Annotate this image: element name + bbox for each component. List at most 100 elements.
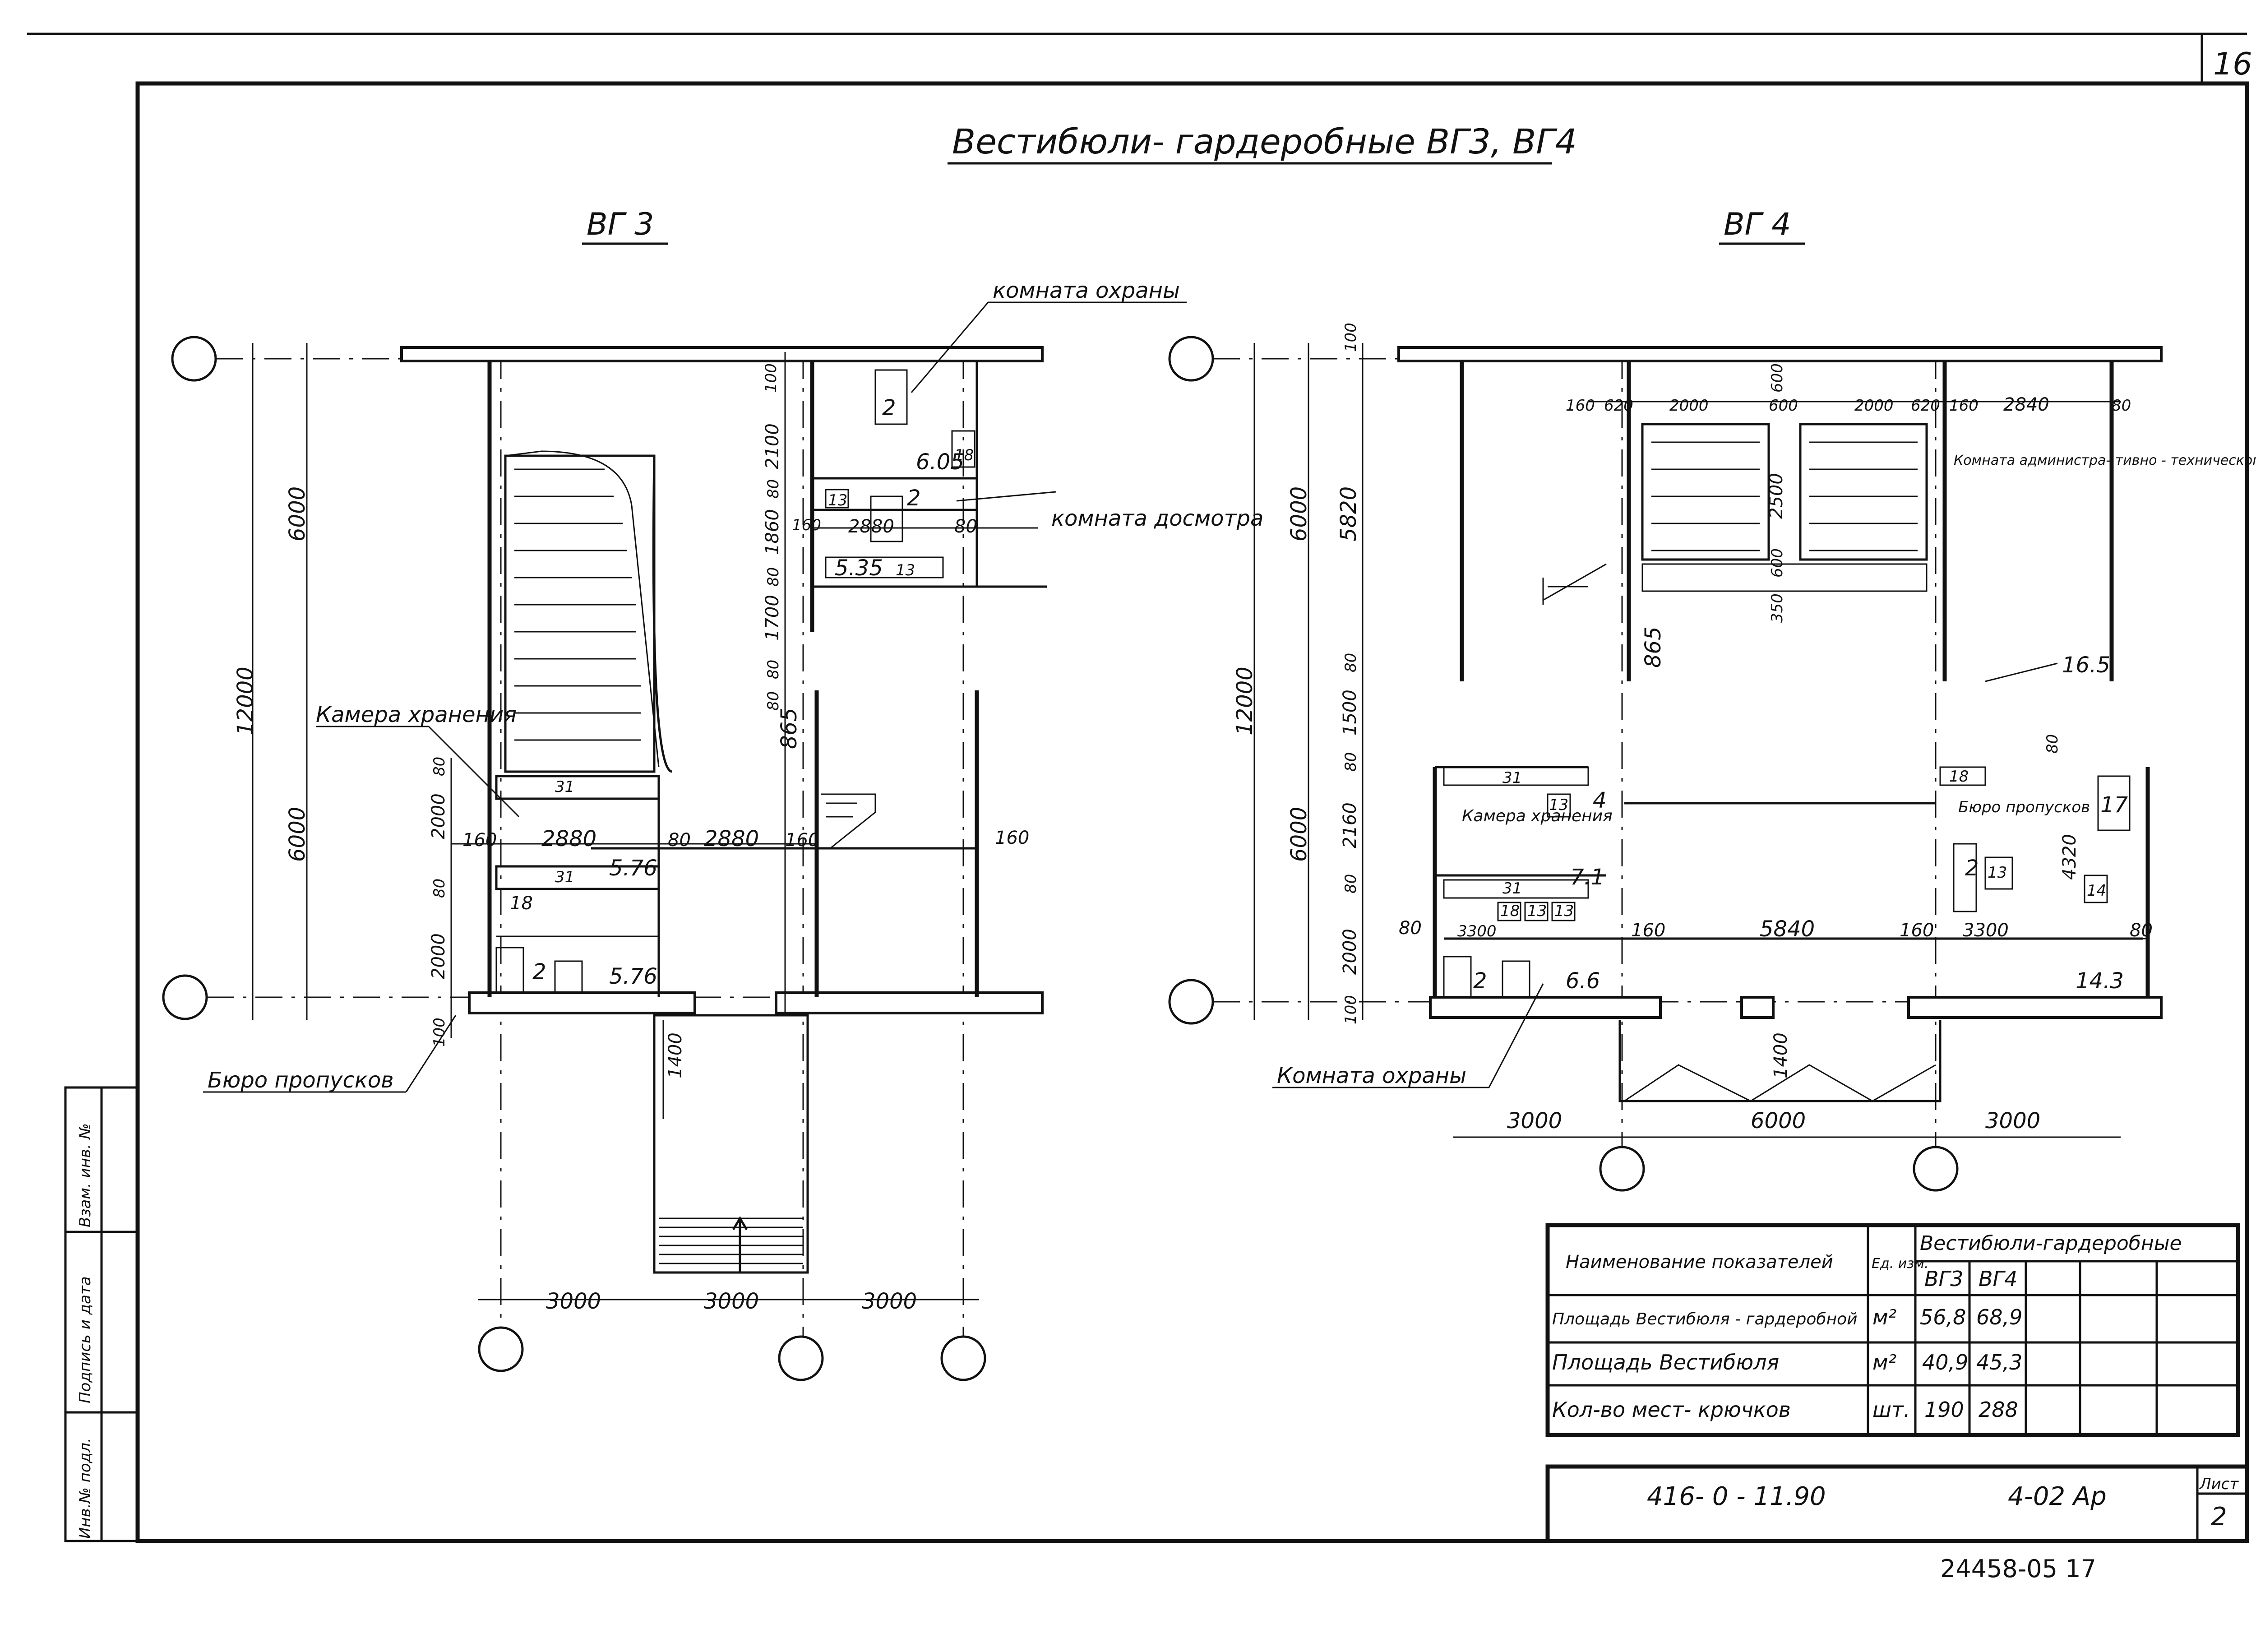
table-row1-unit: м² — [1872, 1305, 1896, 1329]
vg3-dim-100a: 100 — [762, 363, 780, 393]
axis-marker — [1913, 1146, 1959, 1192]
sheet-frame: 16 — [27, 32, 2252, 1543]
vg4-area-143: 14.3 — [2076, 968, 2124, 994]
vg4-dim-620a: 620 — [1604, 397, 1633, 415]
vg3-dim-overall: 12000 — [233, 666, 258, 736]
table-col-vg3: ВГ3 — [1924, 1267, 1963, 1291]
vg3-865: 865 — [777, 708, 802, 749]
vg4-dim-bottom-1: 3000 — [1507, 1108, 1562, 1134]
axis-marker — [171, 336, 217, 382]
side-podpis: Подпись и дата — [76, 1276, 94, 1403]
indicators-table: Наименование показателей Ед. изм. Вестиб… — [1545, 1223, 2240, 1437]
vg3-area-535: 5.35 — [835, 555, 883, 581]
vg4-tag-18b: 18 — [1500, 902, 1520, 920]
vg4-dim-3300a: 3300 — [1457, 922, 1497, 940]
vg3-pass-office-label: Бюро пропусков — [208, 1068, 393, 1093]
vg4-tag-13b: 13 — [1988, 864, 2007, 882]
vg4-dim-600a: 600 — [1769, 397, 1798, 415]
plan-vg4-label: ВГ 4 — [1724, 207, 1791, 242]
vg4-security-room-label: Комната охраны — [1277, 1063, 1466, 1088]
vg3-dim-2880c: 2880 — [848, 516, 894, 537]
table-row2-vg3: 40,9 — [1922, 1350, 1968, 1374]
vg4-dim-2000a: 2000 — [1669, 397, 1709, 415]
table-row2-unit: м² — [1872, 1350, 1896, 1374]
vg4-tag-4: 4 — [1593, 788, 1607, 813]
stamp-sheet-code: 4-02 Ар — [2008, 1482, 2107, 1511]
side-stamp: Инв.№ подл. Подпись и дата Взам. инв. № — [64, 1086, 139, 1542]
vg3-dim-160d: 160 — [995, 828, 1029, 848]
vg3-dim-80b: 80 — [764, 567, 782, 587]
plan-vg3: ВГ 3 — [162, 207, 1263, 1381]
table-row1-vg3: 56,8 — [1920, 1305, 1966, 1329]
vg4-dim-80e: 80 — [1399, 918, 1422, 939]
vg4-dim-overall: 12000 — [1232, 666, 1257, 736]
table-head-unit: Ед. изм. — [1872, 1256, 1928, 1272]
vg4-dim-160c: 160 — [1631, 920, 1665, 941]
vg4-dim-80f: 80 — [2130, 920, 2153, 941]
vg3-dim-80f: 80 — [430, 879, 448, 898]
vg3-dim-1700: 1700 — [762, 595, 783, 641]
vg4-dim-5840: 5840 — [1760, 916, 1815, 942]
vg4-dim-600b: 600 — [1768, 363, 1786, 393]
vg3-area-605: 6.05 — [916, 449, 964, 475]
vg3-dim-80g: 80 — [668, 830, 691, 851]
vg4-dim-3300b: 3300 — [1963, 920, 2009, 941]
vg4-dim-80a: 80 — [1342, 653, 1360, 672]
vg3-dim-160b: 160 — [785, 830, 819, 851]
vg4-dim-80c: 80 — [1342, 874, 1360, 893]
vg4-tag-14: 14 — [2087, 882, 2106, 900]
vg4-tag-13c: 13 — [1527, 902, 1547, 920]
table-head-name: Наименование показателей — [1566, 1252, 1833, 1273]
vg3-storage-label: Камера хранения — [316, 702, 517, 727]
vg4-865: 865 — [1641, 626, 1666, 668]
vg4-tag-13d: 13 — [1554, 902, 1574, 920]
vg3-dim-upper: 6000 — [285, 486, 310, 541]
vg3-dim-2000b: 2000 — [428, 933, 449, 979]
vg3-dim-80a: 80 — [764, 479, 782, 499]
vg3-tag-2a: 2 — [882, 395, 896, 421]
vg4-dim-80d: 80 — [2112, 397, 2131, 415]
vg4-dim-100b: 100 — [1342, 995, 1360, 1024]
vg3-dim-bottom-3: 3000 — [862, 1289, 917, 1314]
vg4-tag-31b: 31 — [1502, 879, 1522, 898]
vg3-dim-1400: 1400 — [665, 1032, 686, 1078]
vg4-dim-2000b: 2000 — [1854, 397, 1894, 415]
vg4-dim-160a: 160 — [1566, 397, 1595, 415]
vg4-tag-31a: 31 — [1502, 769, 1522, 787]
vg3-dim-bottom-1: 3000 — [546, 1289, 601, 1314]
table-row3-vg4: 288 — [1979, 1397, 2018, 1422]
axis-marker — [1168, 336, 1214, 382]
vg4-dim-350: 350 — [1768, 593, 1786, 623]
vg4-area-66: 6.6 — [1566, 968, 1600, 994]
stamp-code: 416- 0 - 11.90 — [1647, 1482, 1826, 1511]
axis-marker — [778, 1335, 824, 1381]
table-row2-name: Площадь Вестибюля — [1552, 1350, 1779, 1374]
vg3-dim-2880b: 2880 — [704, 826, 759, 851]
vg3-dim-lower: 6000 — [285, 807, 310, 862]
vg4-dim-bottom-2: 6000 — [1751, 1108, 1806, 1134]
vg4-pass-office-label: Бюро пропусков — [1958, 798, 2090, 816]
vg4-dim-4320: 4320 — [2059, 834, 2080, 880]
vg4-dim-2840: 2840 — [2003, 394, 2049, 415]
vg4-dim-160b: 160 — [1949, 397, 1979, 415]
table-col-vg4: ВГ4 — [1979, 1267, 2017, 1291]
vg4-dim-lower: 6000 — [1286, 807, 1312, 862]
vg3-dim-100b: 100 — [430, 1018, 448, 1047]
vg3-security-room-label: комната охраны — [993, 278, 1180, 303]
axis-marker — [478, 1326, 524, 1372]
vg4-area-71: 7.1 — [1570, 865, 1604, 890]
side-inv-podl: Инв.№ подл. — [76, 1438, 94, 1539]
vg4-dim-620b: 620 — [1911, 397, 1940, 415]
axis-marker — [1168, 979, 1214, 1025]
plan-vg4: ВГ 4 — [1168, 207, 2256, 1192]
vg3-tag-18b: 18 — [510, 893, 533, 914]
vg3-tag-2c: 2 — [532, 959, 546, 985]
vg3-dim-2000a: 2000 — [428, 793, 449, 839]
stamp-sheet-number: 2 — [2211, 1502, 2227, 1532]
vg4-tag-2b: 2 — [1473, 968, 1487, 994]
vg3-tag-13b: 13 — [896, 561, 915, 579]
table-row1-vg4: 68,9 — [1976, 1305, 2022, 1329]
table-row3-vg3: 190 — [1924, 1397, 1964, 1422]
vg3-dim-bottom-2: 3000 — [704, 1289, 759, 1314]
